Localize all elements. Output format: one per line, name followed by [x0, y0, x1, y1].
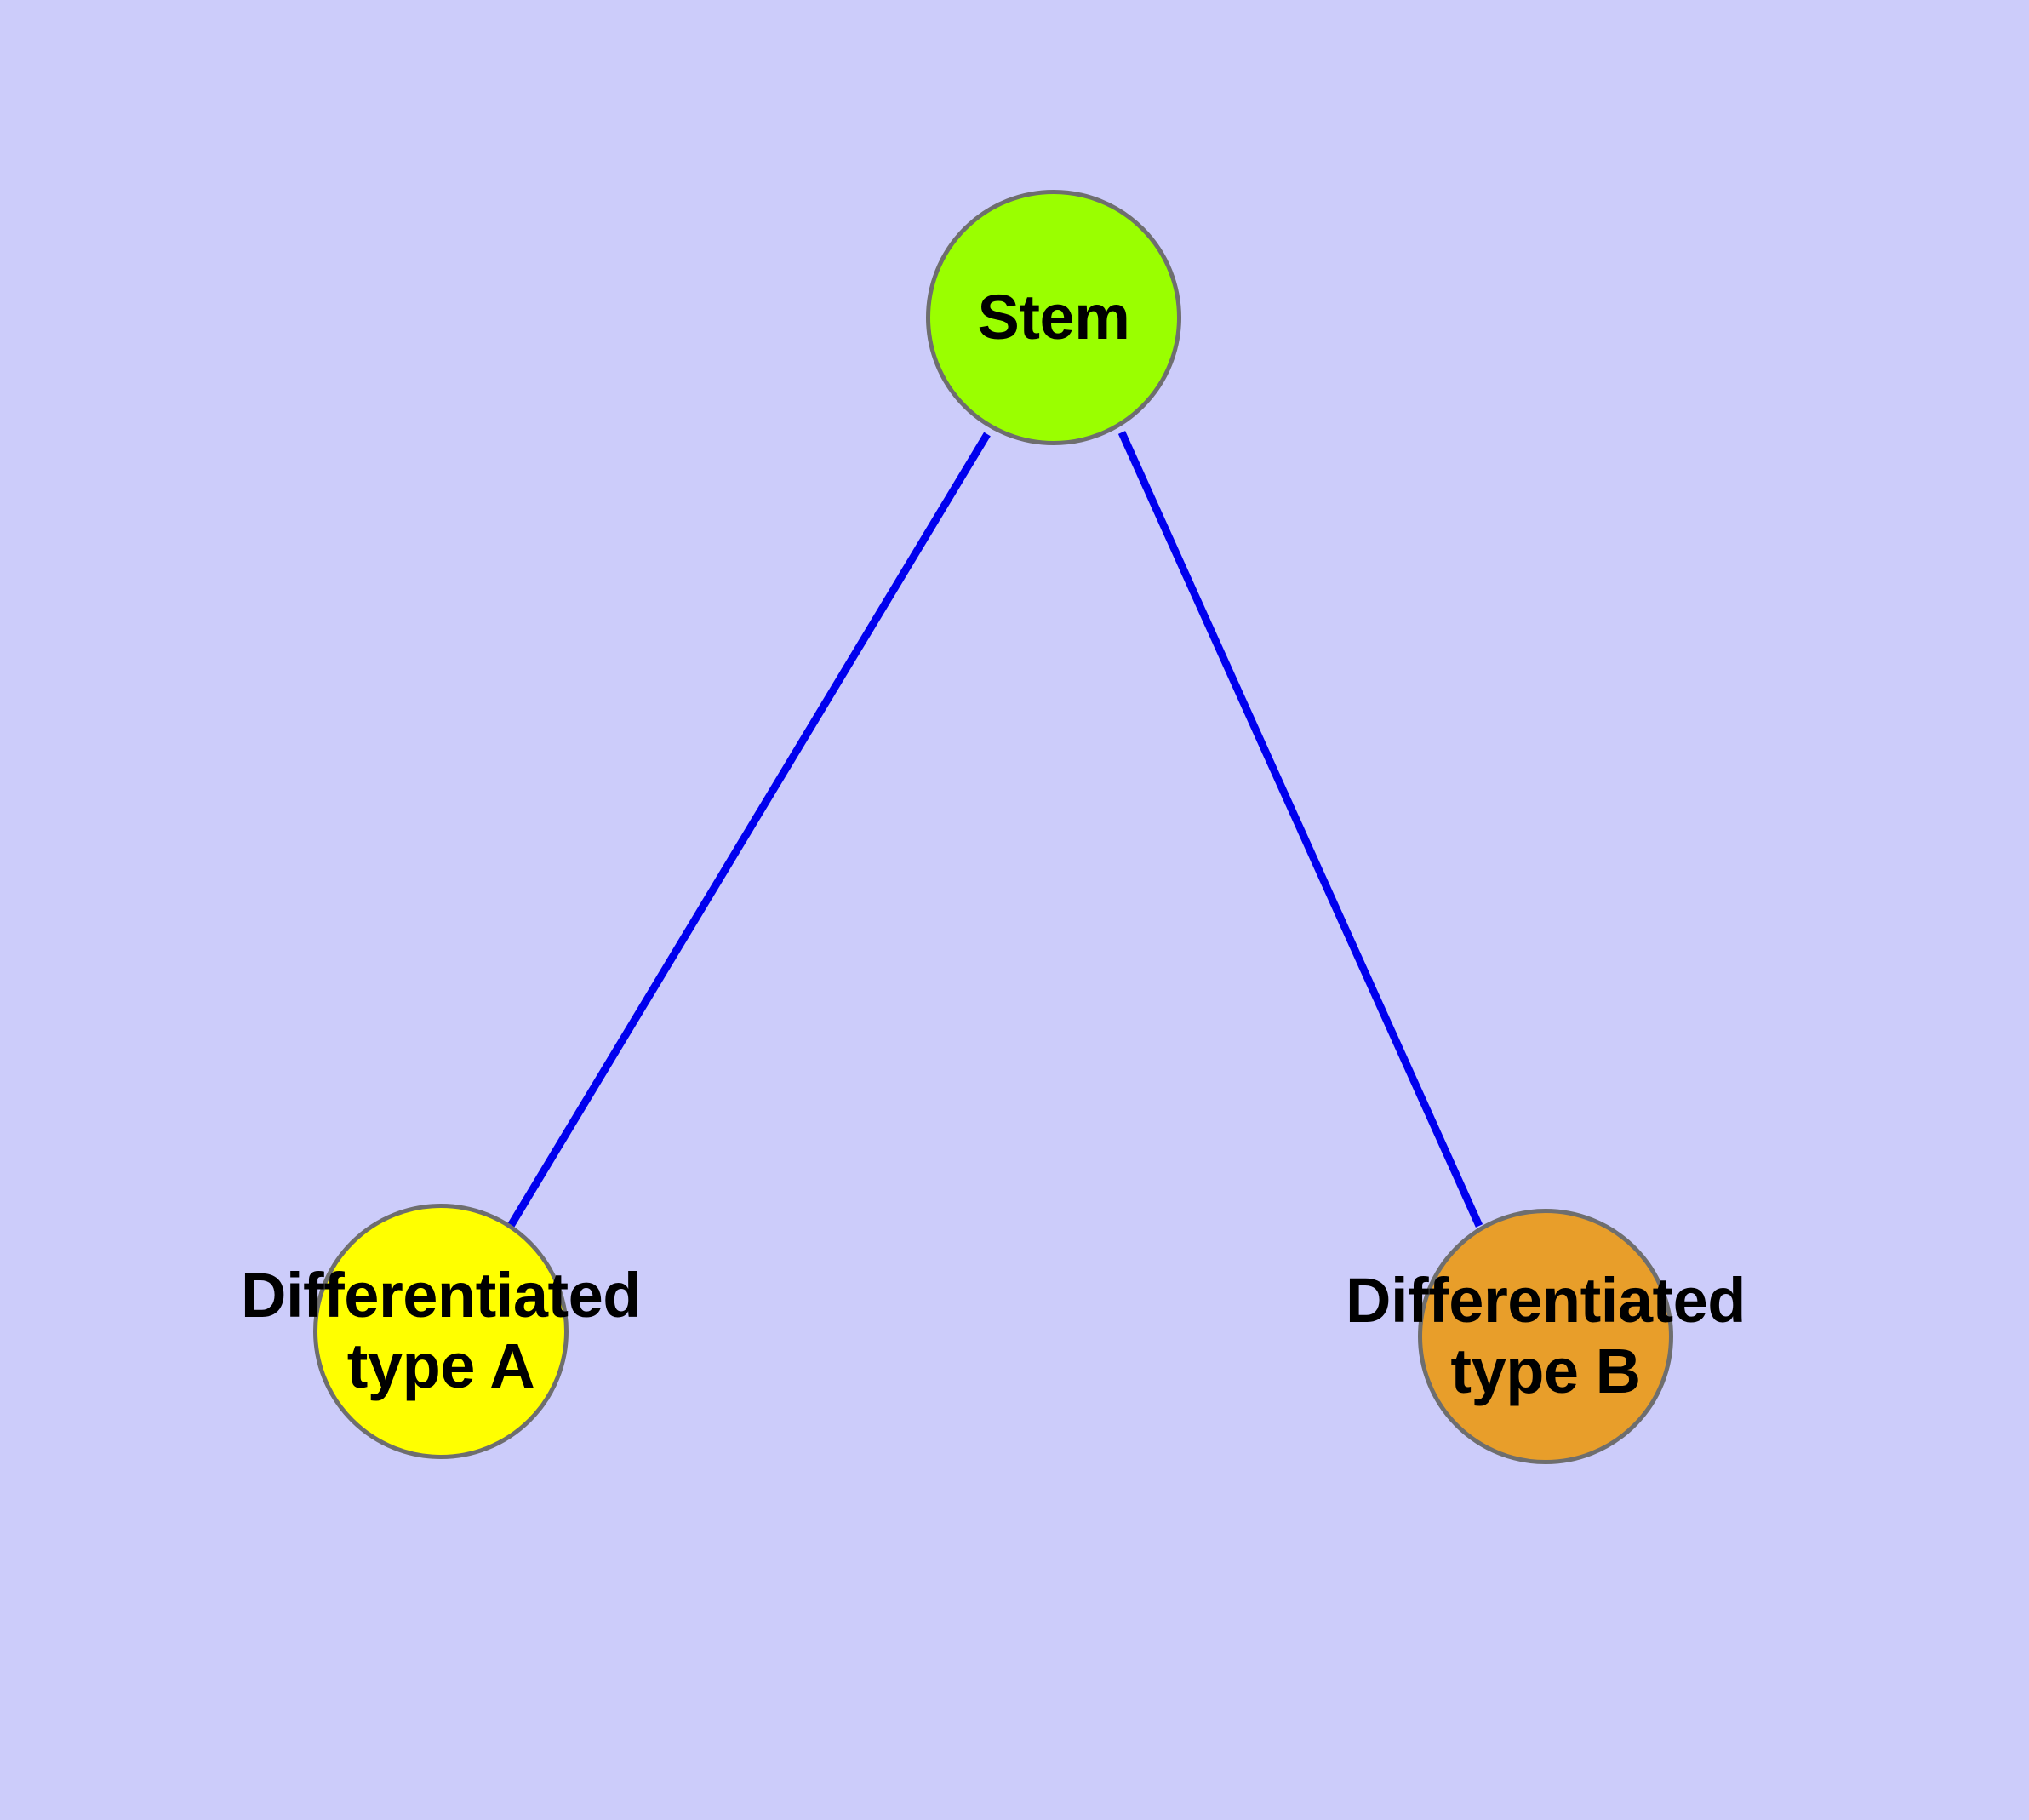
node-differentiated-type-b[interactable] — [1418, 1209, 1673, 1464]
edge-stem-to-diff-b[interactable] — [1117, 431, 1483, 1228]
node-differentiated-type-a[interactable] — [313, 1204, 569, 1459]
node-stem[interactable] — [926, 190, 1181, 445]
edge-stem-to-diff-a[interactable] — [507, 432, 991, 1228]
